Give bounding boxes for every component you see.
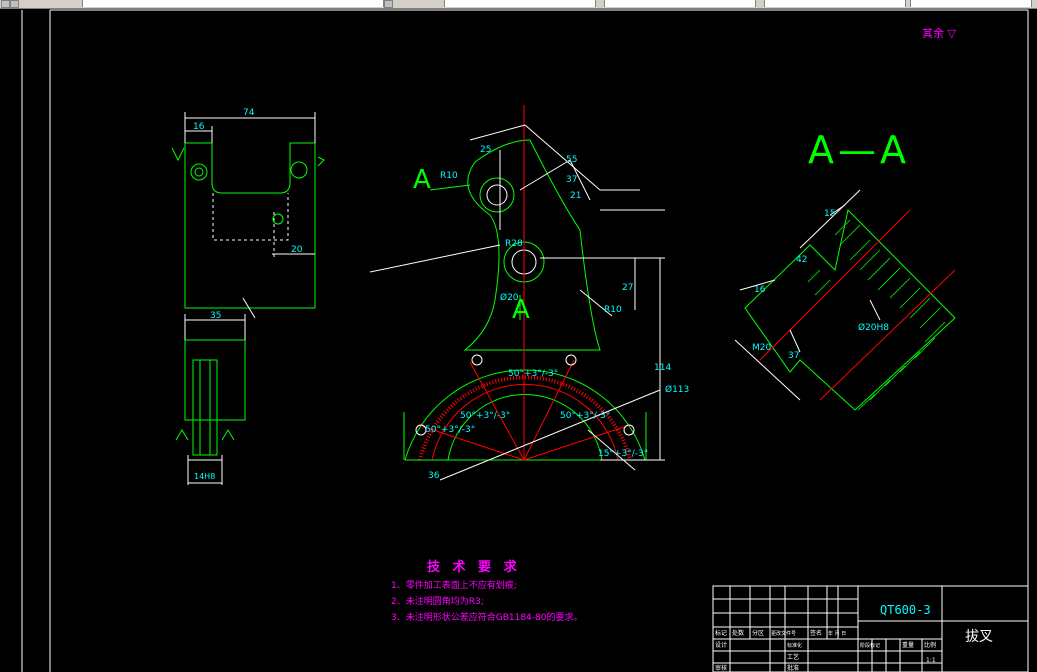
section-view-dims: 15 42 16 37 M20 Ø20H8 bbox=[752, 209, 889, 361]
chevron-down-icon[interactable] bbox=[384, 0, 393, 8]
dim-phi20: Ø20 bbox=[500, 292, 519, 303]
surface-finish-note: 其余 ▽ bbox=[922, 25, 956, 41]
section-view bbox=[734, 189, 956, 411]
dim-phi113: Ø113 bbox=[665, 384, 689, 395]
dim-20: 20 bbox=[291, 245, 303, 255]
tech-requirement-item: 1、零件加工表面上不应有划痕; bbox=[391, 581, 517, 591]
dim-27: 27 bbox=[622, 283, 633, 293]
tb-label-date: 年 月 日 bbox=[828, 630, 846, 637]
tb-label-review: 审核 bbox=[715, 664, 727, 672]
dim-m20: M20 bbox=[752, 343, 771, 353]
dim-angle-1: 50°+3°/-3° bbox=[508, 369, 558, 379]
tb-label-process: 工艺 bbox=[787, 653, 799, 661]
dim-21: 21 bbox=[570, 191, 581, 201]
app-icon[interactable] bbox=[1, 0, 10, 8]
main-view bbox=[369, 105, 665, 481]
dim-phi20h8: Ø20H8 bbox=[858, 322, 889, 333]
tb-label-change-doc: 更改文件号 bbox=[771, 630, 796, 637]
cut-letter-a-left: A bbox=[413, 165, 431, 195]
title-block-labels: 标记 处数 分区 更改文件号 签名 年 月 日 设计 标准化 阶段标记 重量 比… bbox=[715, 629, 936, 672]
toolbar bbox=[0, 0, 1037, 9]
dim-angle-3: 50°+3°/-3° bbox=[425, 425, 475, 435]
surface-finish-label: 其余 bbox=[922, 27, 944, 40]
dim-36: 36 bbox=[428, 471, 440, 481]
tb-label-sign: 签名 bbox=[810, 629, 822, 637]
part-name: 拔叉 bbox=[965, 629, 993, 645]
tb-label-weight: 重量 bbox=[902, 641, 914, 649]
dim-25: 25 bbox=[480, 145, 491, 155]
tb-label-standard: 标准化 bbox=[787, 642, 802, 649]
dim-16-section: 16 bbox=[754, 285, 766, 295]
left-view bbox=[171, 112, 325, 485]
roughness-icon: ▽ bbox=[947, 27, 956, 40]
section-label: A—A bbox=[808, 128, 910, 172]
dim-37: 37 bbox=[566, 175, 577, 185]
tb-label-scale: 比例 bbox=[924, 641, 936, 649]
dim-angle-5: 15°+3°/-3° bbox=[598, 449, 648, 459]
tech-requirement-item: 3、未注明形状公差应符合GB1184-80的要求。 bbox=[391, 613, 583, 623]
tb-label-count: 处数 bbox=[732, 629, 744, 637]
dim-r28: R28 bbox=[505, 239, 523, 249]
tb-label-stage: 阶段标记 bbox=[860, 642, 880, 649]
dim-14h8: 14H8 bbox=[194, 472, 215, 481]
tb-label-zone: 分区 bbox=[752, 629, 764, 637]
tb-scale-value: 1:1 bbox=[926, 657, 936, 664]
layer-dropdown[interactable] bbox=[82, 0, 384, 7]
dim-74: 74 bbox=[243, 108, 255, 118]
tb-label-approve: 批准 bbox=[787, 664, 799, 672]
dim-angle-4: 50°+3°/-3° bbox=[560, 411, 610, 421]
dim-55: 55 bbox=[566, 155, 577, 165]
dim-35: 35 bbox=[210, 311, 221, 321]
linetype-dropdown[interactable] bbox=[604, 0, 756, 7]
dim-r10-top: R10 bbox=[440, 171, 458, 181]
title-block bbox=[712, 585, 1029, 672]
tech-requirement-item: 2、未注明圆角均为R3; bbox=[391, 597, 484, 607]
cut-letter-a-bottom: A bbox=[512, 295, 530, 325]
tb-label-mark: 标记 bbox=[715, 629, 727, 637]
dim-r10-right: R10 bbox=[604, 305, 622, 315]
dim-15: 15 bbox=[824, 209, 835, 219]
dim-114: 114 bbox=[654, 363, 671, 373]
main-view-dims: A A 25 55 37 21 R28 R10 Ø20 27 R10 114 Ø… bbox=[413, 145, 689, 481]
color-dropdown[interactable] bbox=[444, 0, 596, 7]
dim-16: 16 bbox=[193, 122, 205, 132]
tech-requirements-list: 1、零件加工表面上不应有划痕; 2、未注明圆角均为R3; 3、未注明形状公差应符… bbox=[391, 578, 582, 626]
dim-37-section: 37 bbox=[788, 351, 799, 361]
tool-icon[interactable] bbox=[10, 0, 19, 8]
material-label: QT600-3 bbox=[880, 603, 931, 617]
dim-42: 42 bbox=[796, 255, 807, 265]
drawing-frame bbox=[21, 9, 1029, 672]
left-view-dims: 74 16 20 35 14H8 bbox=[193, 108, 303, 481]
tb-label-design: 设计 bbox=[715, 641, 727, 649]
dim-angle-2: 50°+3°/-3° bbox=[460, 411, 510, 421]
lineweight-dropdown[interactable] bbox=[764, 0, 906, 7]
plotstyle-dropdown[interactable] bbox=[910, 0, 1032, 7]
tech-requirements-title: 技 术 要 求 bbox=[427, 560, 521, 575]
